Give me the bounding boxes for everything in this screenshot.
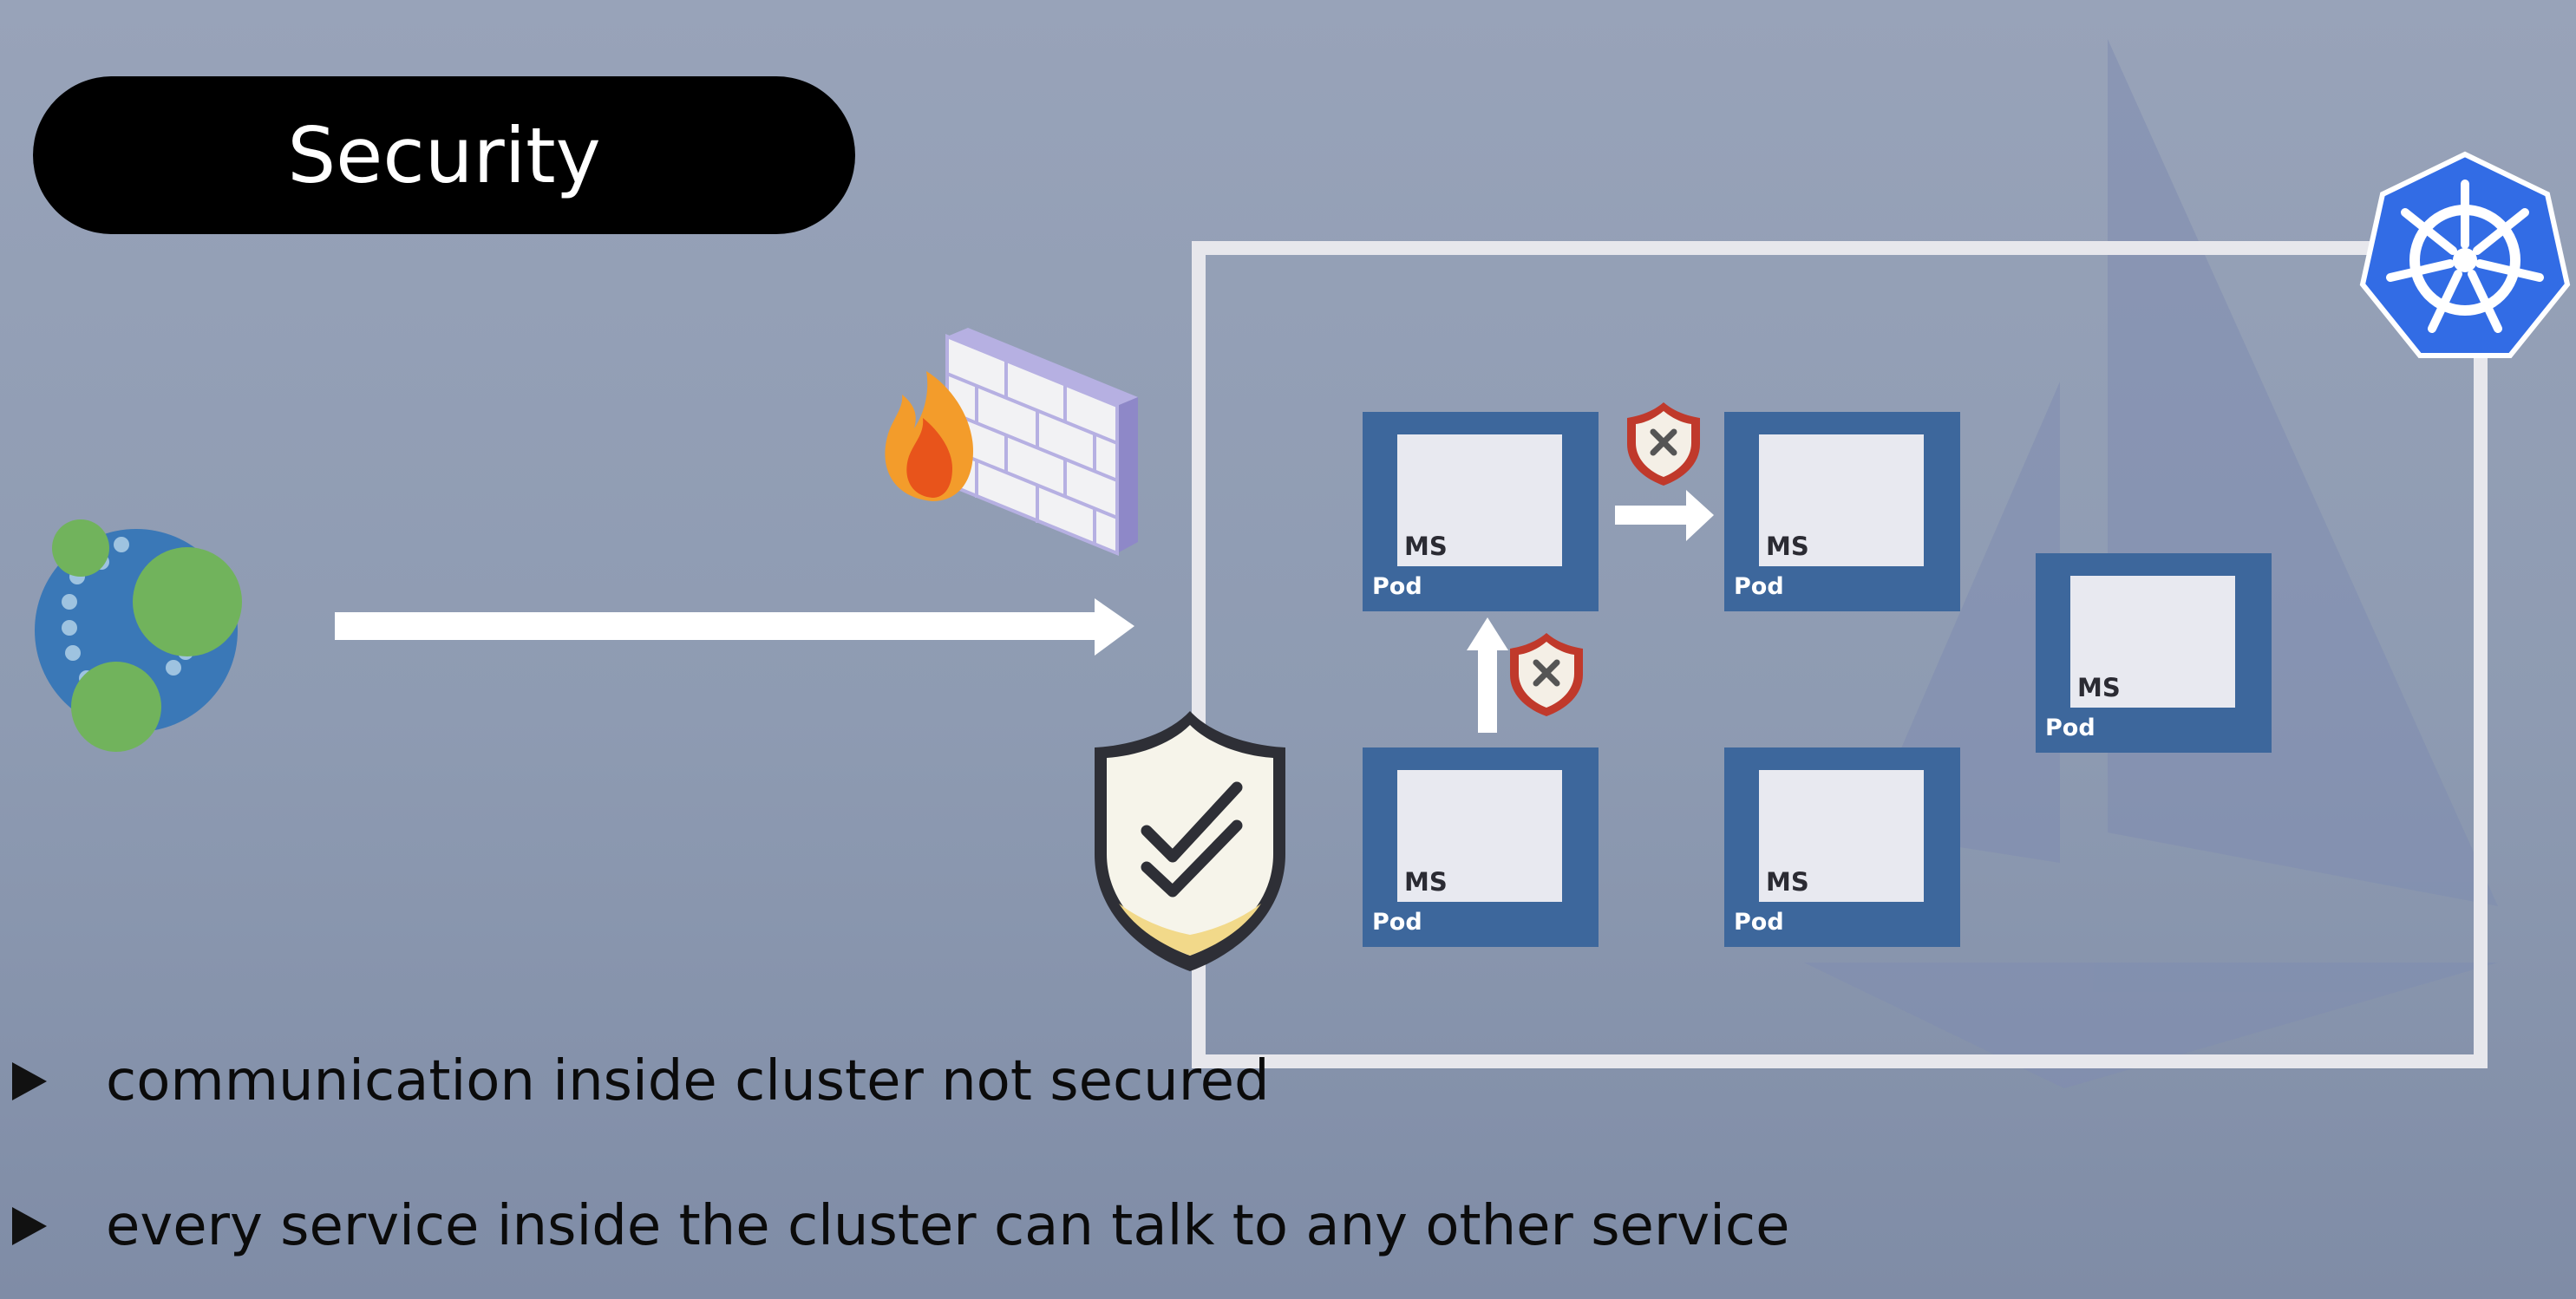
ms-label: MS [1404, 867, 1448, 897]
pod-bottom-middle: MS Pod [1724, 747, 1960, 947]
pod-label: Pod [1734, 573, 1784, 600]
bullet-text: every service inside the cluster can tal… [106, 1194, 1790, 1258]
microservice-box [2070, 576, 2235, 708]
ms-label: MS [1766, 867, 1809, 897]
pod-right: MS Pod [2036, 553, 2272, 753]
pod-to-pod-arrow-right [1615, 490, 1714, 541]
microservice-box [1397, 770, 1562, 902]
pod-top-left: MS Pod [1363, 412, 1599, 611]
pod-label: Pod [1372, 573, 1422, 600]
bullet-marker-icon [12, 1062, 47, 1100]
pod-label: Pod [1734, 909, 1784, 936]
ms-label: MS [1404, 532, 1448, 561]
microservice-box [1759, 434, 1924, 566]
kubernetes-logo-icon [2359, 151, 2571, 358]
bullet-marker-icon [12, 1207, 47, 1245]
slide-title: Security [287, 110, 601, 200]
blocked-shield-icon [1510, 633, 1583, 716]
client-app-icon [35, 519, 242, 752]
pod-label: Pod [2045, 715, 2095, 741]
bullet-item: every service inside the cluster can tal… [12, 1194, 1789, 1258]
pod-label: Pod [1372, 909, 1422, 936]
microservice-box [1397, 434, 1562, 566]
firewall-icon [945, 328, 1138, 556]
bullet-item: communication inside cluster not secured [12, 1049, 1270, 1113]
microservice-box [1759, 770, 1924, 902]
pod-to-pod-arrow-up [1467, 617, 1508, 733]
pod-top-middle: MS Pod [1724, 412, 1960, 611]
bullet-text: communication inside cluster not secured [106, 1049, 1270, 1113]
pod-bottom-left: MS Pod [1363, 747, 1599, 947]
title-pill: Security [33, 76, 855, 234]
ms-label: MS [1766, 532, 1809, 561]
blocked-shield-icon [1627, 402, 1700, 486]
ms-label: MS [2077, 673, 2121, 702]
security-shield-icon [1095, 711, 1285, 971]
cluster-boundary [1192, 241, 2488, 1068]
ingress-arrow [335, 598, 1134, 656]
fire-icon [885, 371, 973, 501]
